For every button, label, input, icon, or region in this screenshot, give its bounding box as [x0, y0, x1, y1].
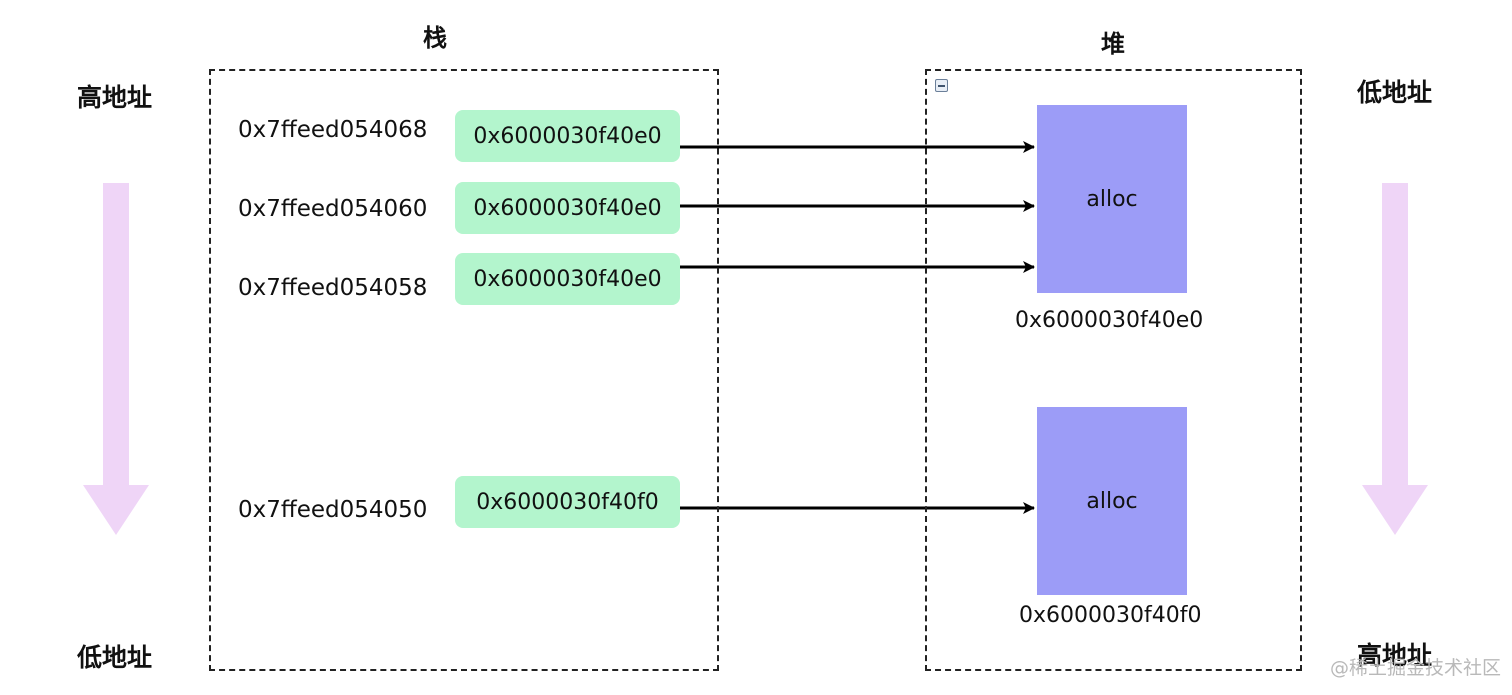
stack-title: 栈 — [423, 24, 447, 52]
left-top-label: 高地址 — [77, 83, 153, 112]
alloc-label: alloc — [1086, 186, 1138, 212]
heap-title: 堆 — [1101, 30, 1125, 58]
stack-pointer-cell: 0x6000030f40e0 — [455, 253, 680, 305]
stack-pointer-value: 0x6000030f40f0 — [476, 489, 659, 515]
collapse-icon[interactable] — [935, 79, 948, 92]
stack-pointer-value: 0x6000030f40e0 — [473, 195, 662, 221]
alloc-label: alloc — [1086, 488, 1138, 514]
watermark: @稀土掘金技术社区 — [1330, 657, 1502, 679]
heap-block-address: 0x6000030f40f0 — [1019, 603, 1202, 628]
right-direction-arrow — [1362, 183, 1428, 535]
stack-region — [209, 69, 719, 671]
stack-slot-address: 0x7ffeed054050 — [238, 497, 428, 523]
heap-alloc-block: alloc — [1037, 105, 1187, 293]
stack-pointer-cell: 0x6000030f40e0 — [455, 110, 680, 162]
right-top-label: 低地址 — [1357, 78, 1433, 107]
stack-pointer-value: 0x6000030f40e0 — [473, 266, 662, 292]
stack-slot-address: 0x7ffeed054060 — [238, 196, 428, 222]
left-direction-arrow — [83, 183, 149, 535]
stack-slot-address: 0x7ffeed054058 — [238, 275, 428, 301]
heap-alloc-block: alloc — [1037, 407, 1187, 595]
left-bottom-label: 低地址 — [77, 643, 153, 672]
right-bottom-label: 高地址 — [1357, 641, 1433, 670]
stack-pointer-cell: 0x6000030f40e0 — [455, 182, 680, 234]
stack-pointer-cell: 0x6000030f40f0 — [455, 476, 680, 528]
heap-region — [925, 69, 1302, 671]
heap-block-address: 0x6000030f40e0 — [1015, 308, 1204, 333]
stack-pointer-value: 0x6000030f40e0 — [473, 123, 662, 149]
stack-slot-address: 0x7ffeed054068 — [238, 117, 428, 143]
